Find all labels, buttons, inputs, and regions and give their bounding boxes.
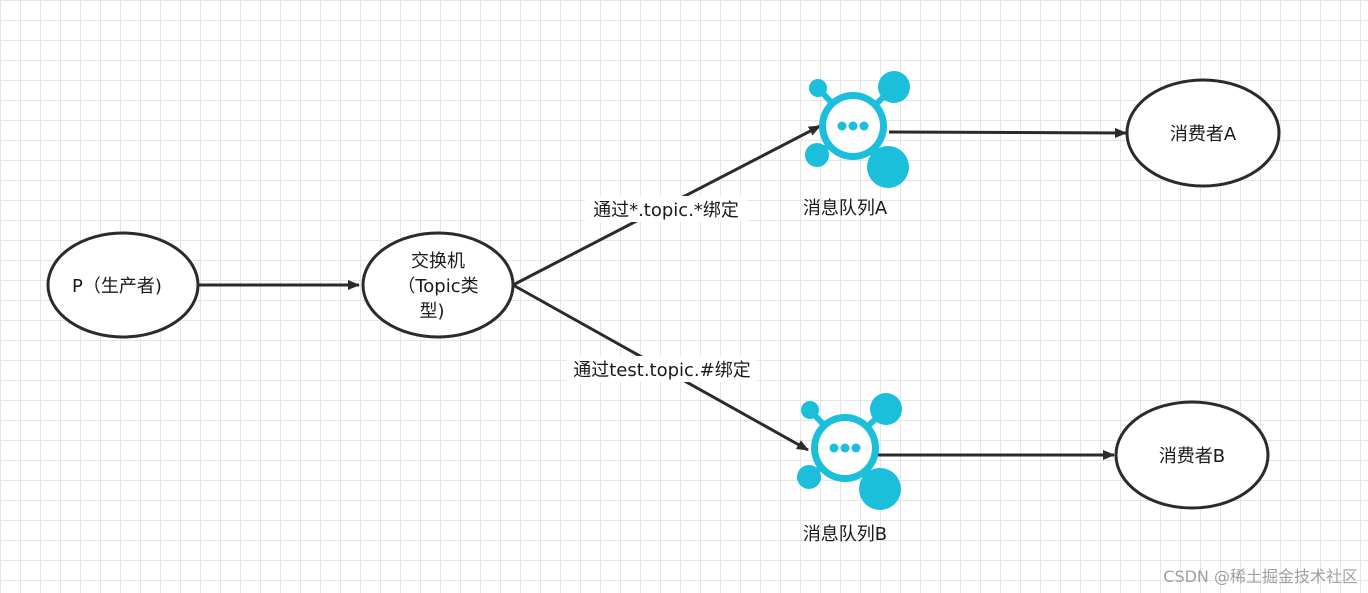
consumer-a-node: 消费者A (1125, 78, 1281, 188)
edge-label-bg-b (567, 356, 757, 382)
edge-queue-a-consumer-a (888, 127, 1127, 138)
producer-label: P（生产者) (72, 276, 162, 297)
queue-a-node: 消息队列A (803, 71, 910, 219)
binding-label-b: 通过test.topic.#绑定 (573, 360, 751, 381)
consumer-b-node: 消费者B (1114, 400, 1270, 510)
message-queue-icon (797, 393, 902, 510)
exchange-label-line-1: 交换机 (411, 251, 465, 272)
exchange-label-line-2: （Topic类 (397, 276, 478, 297)
queue-a-label: 消息队列A (803, 198, 888, 219)
exchange-node: 交换机 （Topic类 型) (361, 231, 515, 339)
producer-node: P（生产者) (46, 231, 200, 339)
queue-b-label: 消息队列B (803, 524, 887, 545)
consumer-b-label: 消费者B (1159, 446, 1225, 467)
consumer-a-label: 消费者A (1170, 124, 1237, 145)
exchange-label-line-3: 型) (419, 301, 444, 322)
edge-label-bg-a (585, 196, 747, 222)
watermark: CSDN @稀土掘金技术社区 (1163, 567, 1358, 586)
message-queue-icon (805, 71, 910, 188)
queue-b-node: 消息队列B (797, 393, 902, 545)
binding-label-a: 通过*.topic.*绑定 (593, 200, 739, 221)
